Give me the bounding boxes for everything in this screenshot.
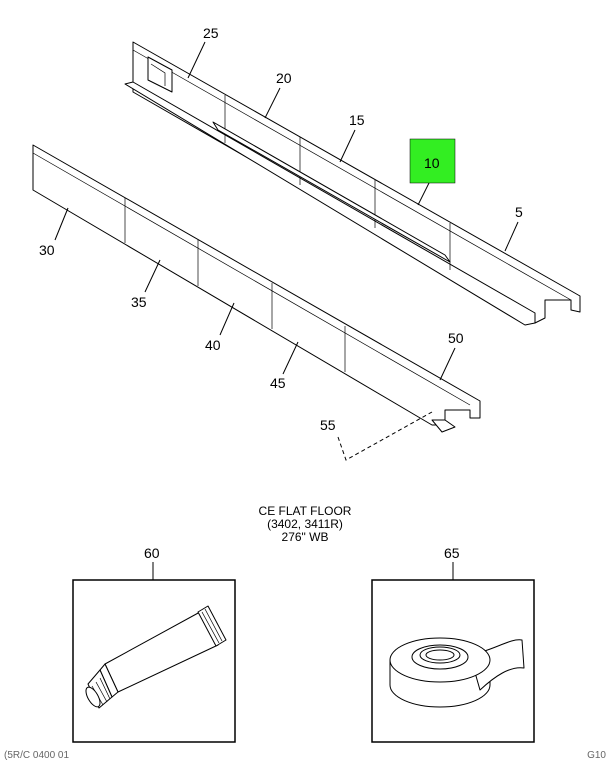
leader-15 bbox=[339, 129, 356, 163]
leader-35 bbox=[144, 259, 161, 293]
callout-65[interactable]: 65 bbox=[444, 545, 460, 561]
callout-5[interactable]: 5 bbox=[515, 204, 523, 220]
callout-10[interactable]: 10 bbox=[424, 155, 440, 171]
callout-55[interactable]: 55 bbox=[320, 417, 336, 433]
leader-45 bbox=[282, 341, 299, 375]
callout-50[interactable]: 50 bbox=[448, 330, 464, 346]
leader-20 bbox=[264, 87, 281, 119]
footer-left-code: (5R/C 0400 01 bbox=[4, 750, 69, 761]
callout-35[interactable]: 35 bbox=[131, 294, 147, 310]
lower-rail bbox=[32, 144, 481, 433]
callout-15[interactable]: 15 bbox=[349, 112, 365, 128]
callout-40[interactable]: 40 bbox=[205, 337, 221, 353]
leader-5 bbox=[504, 221, 519, 252]
sealant-tube-icon bbox=[85, 605, 227, 709]
callout-30[interactable]: 30 bbox=[39, 242, 55, 258]
leader-25 bbox=[187, 41, 206, 79]
tape-roll-icon bbox=[389, 637, 525, 708]
callout-20[interactable]: 20 bbox=[276, 70, 292, 86]
item-60-frame bbox=[72, 579, 236, 743]
highlight-box-10 bbox=[409, 138, 456, 184]
leader-30 bbox=[54, 207, 69, 241]
leader-50 bbox=[439, 347, 456, 381]
caption-line-2: (3402, 3411R) bbox=[267, 517, 343, 531]
leader-40 bbox=[219, 302, 235, 336]
footer-right-code: G10 bbox=[587, 750, 606, 761]
leader-55 bbox=[337, 411, 433, 461]
leader-lines bbox=[54, 41, 519, 580]
upper-rail bbox=[124, 41, 581, 326]
callout-labels: 25 20 15 10 5 30 35 40 45 50 55 60 65 bbox=[39, 25, 523, 561]
item-65-frame bbox=[371, 579, 535, 743]
caption: CE FLAT FLOOR (3402, 3411R) 276" WB bbox=[259, 504, 352, 544]
callout-25[interactable]: 25 bbox=[203, 25, 219, 41]
caption-line-3: 276" WB bbox=[282, 530, 329, 544]
callout-45[interactable]: 45 bbox=[270, 375, 286, 391]
caption-line-1: CE FLAT FLOOR bbox=[259, 504, 352, 518]
callout-60[interactable]: 60 bbox=[144, 545, 160, 561]
